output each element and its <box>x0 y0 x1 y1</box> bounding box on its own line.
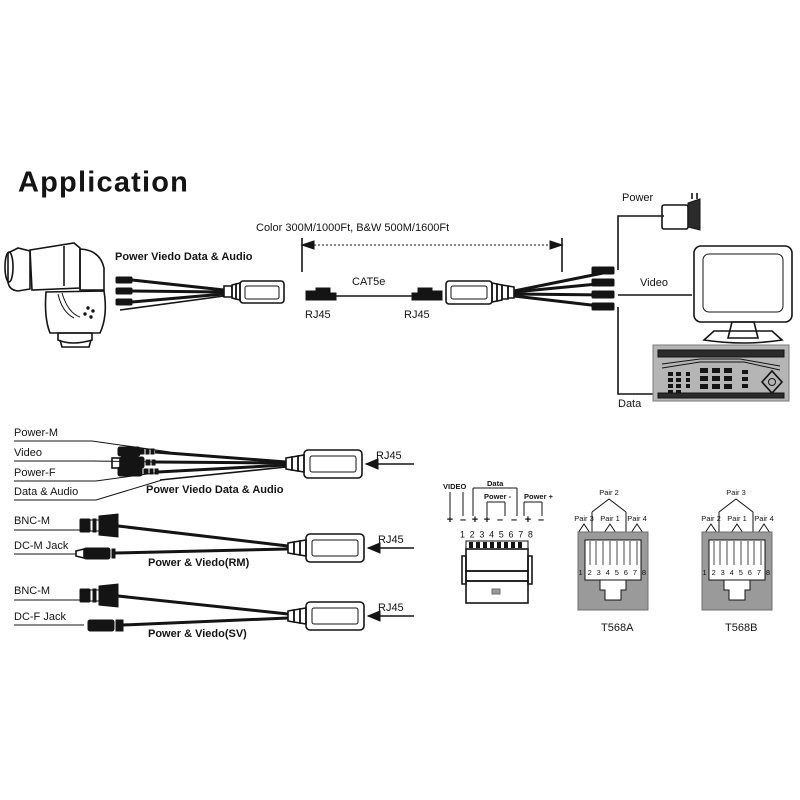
t568a-top-pair: Pair 2 <box>599 488 619 497</box>
standard-t568b: Pair 3 Pair 2 Pair 1 Pair 4 1 2 3 4 5 6 … <box>701 488 774 634</box>
t568a-pair-2: Pair 4 <box>627 514 647 523</box>
t568b-pin-numbers: 1 2 3 4 5 6 7 8 <box>703 568 772 577</box>
video-label: Video <box>640 277 668 289</box>
variant-rm-rj45: RJ45 <box>378 534 404 546</box>
t568a-name: T568A <box>601 622 634 634</box>
variant-pvda-caption: Power Viedo Data & Audio <box>146 484 284 496</box>
t568a-pair-0: Pair 3 <box>574 514 594 523</box>
t568b-pair-2: Pair 4 <box>754 514 774 523</box>
dc-m-jack-connector-icon <box>75 547 116 560</box>
bnc-m-connector-icon <box>79 513 119 538</box>
variant-rm-caption: Power & Viedo(RM) <box>148 557 250 569</box>
variant-rm-lead-0: BNC-M <box>14 515 50 527</box>
pinout-sign-3: + <box>472 514 478 526</box>
camera-cable-label: Power Viedo Data & Audio <box>115 251 253 263</box>
variant-sv-caption: Power & Viedo(SV) <box>148 628 247 640</box>
pinout-pin-numbers: 1 2 3 4 5 6 7 8 <box>460 529 534 539</box>
power-f-connector-icon <box>117 466 159 477</box>
variant-sv: BNC-M DC-F Jack Power & Viedo(SV) <box>14 583 414 640</box>
variant-sv-lead-0: BNC-M <box>14 585 50 597</box>
pinout-sign-6: – <box>511 514 517 526</box>
video-balun-left-icon <box>223 280 285 304</box>
pinout-sign-4: + <box>484 514 490 526</box>
video-balun-right-icon <box>445 280 515 305</box>
ptz-camera-icon <box>4 242 107 348</box>
pinout-group-data: Data <box>487 479 504 488</box>
camera-pigtail-leads <box>115 276 225 311</box>
rj45-left-label: RJ45 <box>305 309 331 321</box>
variant-sv-lead-1: DC-F Jack <box>14 611 66 623</box>
page-title: Application <box>18 167 189 199</box>
pinout-group-power-neg: Power - <box>484 492 512 501</box>
pinout-sign-5: – <box>497 514 503 526</box>
bnc-m-connector-icon-2 <box>79 583 119 608</box>
variant-rm: BNC-M DC-M Jack Power & Viedo(RM) <box>14 513 414 569</box>
pinout-group-power-pos: Power + <box>524 492 554 501</box>
power-m-connector-icon <box>117 446 155 457</box>
variant-rm-balun-icon <box>287 533 365 563</box>
t568b-name: T568B <box>725 622 757 634</box>
variant-pvda-lead-1: Video <box>14 447 42 459</box>
data-label: Data <box>618 398 642 410</box>
variant-pvda-rj45: RJ45 <box>376 450 402 462</box>
variant-pvda-lead-2: Power-F <box>14 467 56 479</box>
variant-sv-balun-icon <box>287 601 365 631</box>
t568a-pin-numbers: 1 2 3 4 5 6 7 8 <box>579 568 648 577</box>
pinout-sign-7: + <box>525 514 531 526</box>
lcd-monitor-icon <box>693 245 793 344</box>
variant-sv-rj45: RJ45 <box>378 602 404 614</box>
t568a-pair-1: Pair 1 <box>600 514 620 523</box>
pinout-sign-1: + <box>447 514 453 526</box>
cat5e-label: CAT5e <box>352 276 385 288</box>
power-wire <box>617 215 664 270</box>
t568b-pair-1: Pair 1 <box>727 514 747 523</box>
data-wire <box>617 307 654 395</box>
variant-rm-lead-1: DC-M Jack <box>14 540 69 552</box>
pinout-group-video: VIDEO <box>443 482 467 491</box>
balun-output-leads <box>513 266 615 311</box>
dc-f-jack-connector-icon <box>87 619 124 632</box>
rj45-plug-left-icon <box>305 287 337 301</box>
t568b-top-pair: Pair 3 <box>726 488 746 497</box>
video-bnc-connector-icon <box>111 456 156 469</box>
variant-pvda-balun-icon <box>285 449 363 479</box>
pinout-sign-2: – <box>460 514 466 526</box>
dvr-panel-icon <box>652 344 790 402</box>
distance-dimension <box>300 238 564 272</box>
rj45-jack-pinout-icon <box>461 540 533 604</box>
rj45-pinout-diagram: VIDEO Data Power - Power + + – + + – – +… <box>443 479 554 604</box>
power-adapter-icon <box>661 193 701 231</box>
variant-pvda-lead-3: Data & Audio <box>14 486 78 498</box>
rj45-plug-right-icon <box>411 287 443 301</box>
rj45-right-label: RJ45 <box>404 309 430 321</box>
standard-t568a: Pair 2 Pair 3 Pair 1 Pair 4 1 2 3 4 5 6 … <box>574 488 649 634</box>
t568b-pair-0: Pair 2 <box>701 514 721 523</box>
pinout-sign-8: – <box>538 514 544 526</box>
power-label: Power <box>622 192 654 204</box>
distance-label: Color 300M/1000Ft, B&W 500M/1600Ft <box>256 222 449 234</box>
variant-pvda: Power-M Video Power-F Data & Audio <box>14 427 414 501</box>
variant-pvda-lead-0: Power-M <box>14 427 58 439</box>
